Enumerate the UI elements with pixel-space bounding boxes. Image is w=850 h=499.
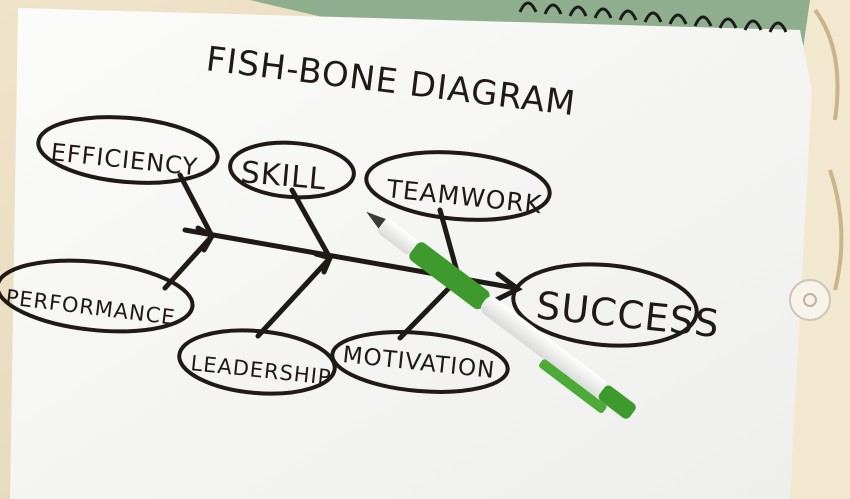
arrowhead-2 <box>313 251 334 275</box>
bubble-motivation <box>330 330 510 394</box>
bubble-success <box>511 262 699 348</box>
bubble-leadership <box>177 328 337 396</box>
bone-motivation <box>397 282 455 341</box>
folder-button-center <box>803 293 817 307</box>
bone-skill <box>289 187 333 261</box>
bone-teamwork <box>437 207 461 278</box>
bubble-performance <box>0 258 195 334</box>
pen-clip <box>539 359 607 414</box>
pen <box>366 211 636 419</box>
bone-efficiency <box>177 172 215 239</box>
bubble-skill <box>228 140 356 200</box>
spiral-binding <box>518 1 788 33</box>
label-skill: SKILL <box>239 155 328 197</box>
pen-cap <box>598 385 636 419</box>
bone-performance <box>162 233 215 291</box>
arrowhead-1 <box>195 225 216 253</box>
pen-barrel-back <box>481 296 607 397</box>
eyeglasses <box>813 8 844 291</box>
pen-barrel-front <box>377 218 418 255</box>
bone-leadership <box>255 255 333 339</box>
pen-grip <box>409 242 490 310</box>
folder-button <box>789 279 831 321</box>
bubble-efficiency <box>36 115 220 185</box>
bubbles <box>0 115 699 396</box>
bubble-teamwork <box>364 150 552 222</box>
pen-tip <box>366 211 386 229</box>
